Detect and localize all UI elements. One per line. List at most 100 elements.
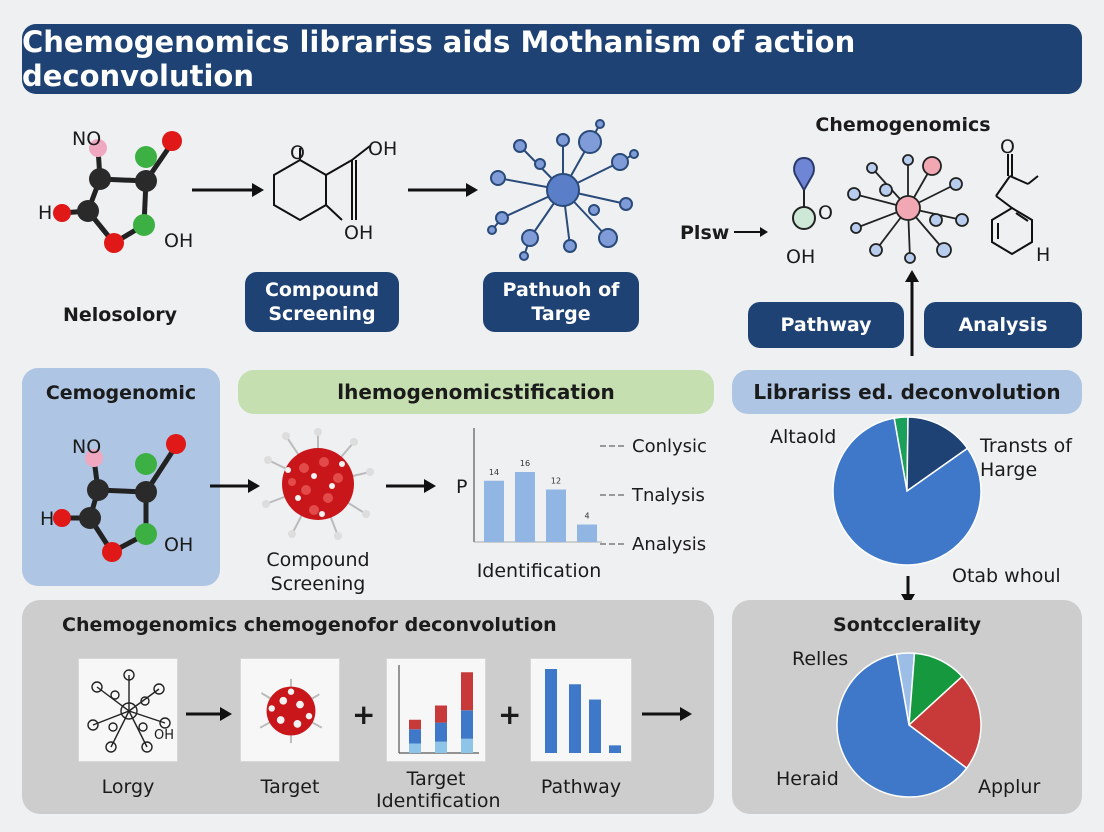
bar bbox=[577, 524, 597, 542]
target-card bbox=[240, 658, 340, 762]
legend-dash-icon bbox=[600, 445, 624, 447]
bar bbox=[589, 699, 601, 753]
lorgy-card bbox=[78, 658, 178, 762]
stacked-bar-segment bbox=[409, 743, 421, 753]
ring-label-oh-top: OH bbox=[368, 138, 398, 160]
pathway-pill: Pathway bbox=[748, 302, 904, 348]
ring-label-o: O bbox=[290, 142, 305, 164]
stacked-bar-segment bbox=[435, 741, 447, 753]
legend: Conlysic Tnalysis Analysis bbox=[600, 432, 710, 558]
legend-item: Conlysic bbox=[600, 432, 710, 460]
lollipop-molecule-diagram bbox=[792, 156, 816, 230]
stacked-bar-segment bbox=[461, 672, 473, 711]
arrow-right-icon bbox=[192, 183, 264, 197]
pie-label-otab: Otab whoul bbox=[952, 565, 1061, 587]
caption-pathway: Pathway bbox=[540, 776, 622, 798]
bar bbox=[515, 472, 535, 542]
stacked-bar-segment bbox=[461, 738, 473, 753]
page-title: Chemogenomics librariss aids Mothanism o… bbox=[22, 24, 1082, 94]
legend-label: Conlysic bbox=[632, 435, 707, 457]
label-h-2: H bbox=[40, 508, 55, 530]
bar bbox=[546, 489, 566, 542]
label-oh-right: OH bbox=[786, 246, 816, 268]
virus-caption: Compound Screening bbox=[266, 549, 370, 595]
molecule-diagram-2 bbox=[53, 434, 186, 562]
pie-label-altaold: Altaold bbox=[770, 426, 837, 448]
ring-label-oh-bottom: OH bbox=[344, 222, 374, 244]
bar bbox=[484, 480, 504, 542]
label-oh-2: OH bbox=[164, 534, 194, 556]
pathway-chart-card bbox=[530, 658, 632, 762]
label-oh-small: OH bbox=[154, 728, 175, 743]
cemogenomic-title: Cemogenomic bbox=[45, 382, 197, 404]
network-diagram-2 bbox=[847, 154, 969, 264]
bar bbox=[609, 745, 621, 753]
pie-label-applur: Applur bbox=[978, 776, 1041, 798]
arrow-up-icon bbox=[905, 270, 919, 356]
pie-slice bbox=[907, 675, 982, 770]
blue-band: Librariss ed. deconvolution bbox=[732, 370, 1082, 414]
chart-caption: Identification bbox=[476, 560, 602, 582]
pie-label-transts: Transts of Harge bbox=[980, 435, 1072, 481]
caption-nelosolory: Nelosolory bbox=[62, 304, 178, 326]
arrow-right-icon bbox=[734, 227, 768, 237]
bar-value-label: 12 bbox=[551, 477, 561, 486]
label-oh: OH bbox=[164, 230, 194, 252]
stacked-chart-card bbox=[386, 658, 486, 762]
arrow-right-icon bbox=[408, 183, 478, 197]
pie-slice bbox=[906, 416, 969, 493]
caption-lorgy: Lorgy bbox=[101, 776, 155, 798]
legend-label: Tnalysis bbox=[632, 484, 705, 506]
green-band: lhemogenomicstification bbox=[238, 370, 714, 414]
pie-slice bbox=[832, 417, 982, 566]
virus-particle-icon bbox=[259, 678, 323, 744]
molecule-diagram-1 bbox=[53, 131, 182, 253]
caption-target: Target bbox=[260, 776, 320, 798]
pie-label-heraid: Heraid bbox=[776, 768, 839, 790]
pie-label-relles: Relles bbox=[792, 648, 849, 670]
label-h-right: H bbox=[1036, 244, 1051, 266]
stacked-bar-segment bbox=[409, 729, 421, 744]
deconvolution-pie-chart bbox=[832, 416, 982, 566]
plsw-label: Plsw bbox=[680, 222, 730, 244]
plus-icon: + bbox=[498, 698, 522, 731]
arrow-right-icon bbox=[642, 707, 692, 721]
sontcclerality-title: Sontcclerality bbox=[833, 614, 981, 636]
label-no: NO bbox=[72, 128, 102, 150]
legend-item: Tnalysis bbox=[600, 481, 710, 509]
pie-slice bbox=[836, 653, 968, 798]
stacked-bar-segment bbox=[435, 722, 447, 742]
bar bbox=[569, 684, 581, 753]
caption-target-identification: Target Identification bbox=[376, 768, 501, 812]
benzene-diagram bbox=[991, 154, 1039, 256]
stacked-bar-chart bbox=[398, 665, 479, 754]
deconvolution-panel-title: Chemogenomics chemogenofor deconvolution bbox=[62, 614, 557, 636]
compound-screening-pill: Compound Screening bbox=[245, 272, 399, 332]
bar-value-label: 14 bbox=[489, 468, 499, 477]
chemogenomics-title: Chemogenomics bbox=[815, 114, 991, 136]
pathway-bar-chart bbox=[545, 669, 621, 753]
label-no-2: NO bbox=[72, 436, 102, 458]
sontcclerality-pie-chart bbox=[836, 652, 982, 798]
arrow-right-icon bbox=[386, 479, 436, 493]
label-h: H bbox=[38, 202, 53, 224]
legend-dash-icon bbox=[600, 494, 624, 496]
stacked-bar-segment bbox=[435, 705, 447, 723]
stacked-bar-segment bbox=[461, 710, 473, 739]
chart-axis-letter: P bbox=[456, 476, 468, 498]
analysis-pill: Analysis bbox=[924, 302, 1082, 348]
arrow-right-icon bbox=[186, 707, 232, 721]
virus-particle-icon bbox=[262, 428, 374, 540]
plus-icon: + bbox=[352, 698, 376, 731]
bar-value-label: 16 bbox=[520, 459, 530, 468]
stacked-bar-segment bbox=[409, 719, 421, 730]
network-diagram bbox=[487, 119, 639, 261]
bar bbox=[545, 669, 557, 753]
ring-structure-diagram bbox=[273, 145, 371, 222]
label-o-small: O bbox=[818, 202, 833, 224]
pathway-target-pill: Pathuoh of Targe bbox=[483, 272, 639, 332]
label-o-top: O bbox=[1000, 136, 1015, 158]
arrow-right-icon bbox=[210, 479, 260, 493]
structure-network-icon bbox=[87, 669, 171, 753]
